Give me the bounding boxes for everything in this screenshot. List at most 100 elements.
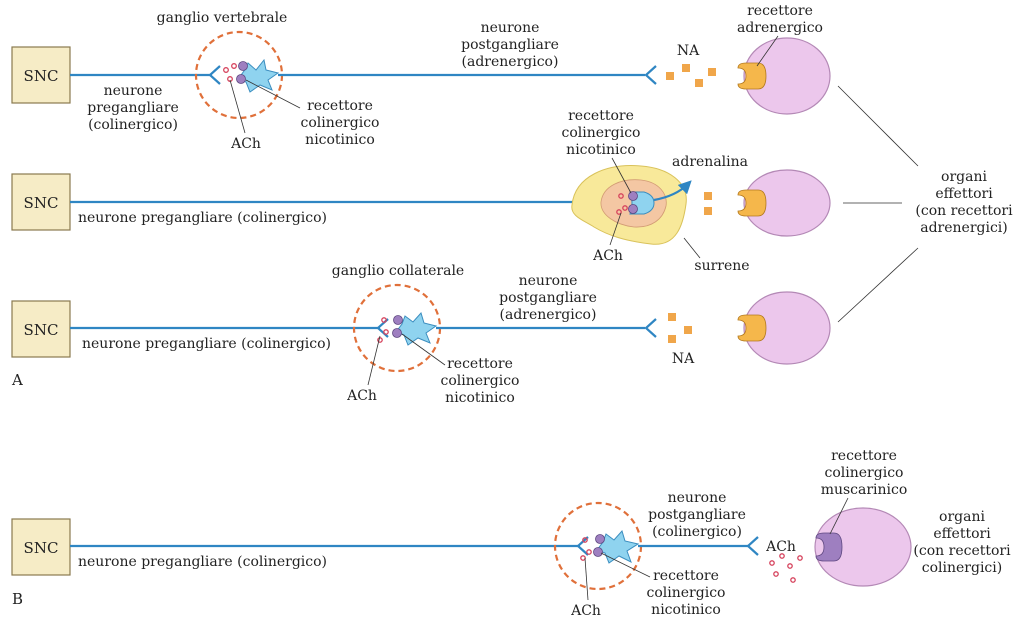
- svg-text:nicotinico: nicotinico: [445, 390, 515, 406]
- effector-organ-1: [743, 37, 831, 115]
- svg-text:colinergico: colinergico: [441, 373, 520, 389]
- preganglionic-label-2: neurone pregangliare (colinergico): [78, 210, 327, 226]
- nicotinic-receptor-label-4: recettore colinergico nicotinico: [647, 568, 726, 618]
- adrenaline-label: adrenalina: [672, 154, 748, 170]
- svg-text:postgangliare: postgangliare: [461, 37, 559, 53]
- nicotinic-receptor-label-3: recettore colinergico nicotinico: [441, 356, 520, 406]
- muscarinic-receptor-4: [815, 532, 843, 562]
- effector-leader-a3: [837, 247, 919, 323]
- muscarinic-leader: [829, 497, 849, 535]
- muscarinic-receptor-label: recettore colinergico muscarinico: [821, 448, 908, 498]
- svg-text:nicotinico: nicotinico: [566, 142, 636, 158]
- receptor-leader-1: [245, 79, 301, 109]
- svg-text:colinergico: colinergico: [562, 125, 641, 141]
- svg-text:adrenergico: adrenergico: [737, 20, 823, 36]
- svg-text:colinergici): colinergici): [922, 560, 1002, 576]
- nicotinic-receptors-3: [392, 315, 403, 338]
- svg-text:recettore: recettore: [831, 448, 897, 464]
- adrenergic-receptor-3: [737, 314, 767, 342]
- nicotinic-receptor-label-2: recettore colinergico nicotinico: [562, 108, 641, 158]
- svg-text:recettore: recettore: [447, 356, 513, 372]
- effector-label-a-line-4: adrenergici): [920, 220, 1008, 236]
- svg-text:(colinergico): (colinergico): [652, 524, 742, 540]
- row-2-adrenal-medulla: SNC neurone pregangliare (colinergico) r…: [11, 108, 831, 274]
- receptor-leader-2: [611, 157, 632, 194]
- svg-text:recettore: recettore: [747, 3, 813, 19]
- ach-label-4: ACh: [570, 603, 601, 619]
- svg-text:postgangliare: postgangliare: [499, 290, 597, 306]
- snc-label-3: SNC: [24, 321, 59, 339]
- ganglion-collateral-label: ganglio collaterale: [332, 263, 464, 279]
- effector-organ-3: [743, 291, 831, 365]
- row-3-sympathetic-collateral: SNC ganglio collaterale neurone pregangl…: [11, 263, 831, 406]
- nicotinic-receptors-1: [236, 61, 248, 84]
- snc-label-1: SNC: [24, 67, 59, 85]
- svg-text:effettori: effettori: [933, 526, 991, 542]
- postganglionic-label-4: neurone postgangliare (colinergico): [648, 490, 746, 540]
- svg-text:(adrenergico): (adrenergico): [500, 307, 597, 323]
- adrenergic-receptor-1: [737, 62, 767, 90]
- ach-vesicles-3: [377, 317, 389, 343]
- svg-text:neurone: neurone: [481, 20, 540, 36]
- ach-release-label-4: ACh: [765, 539, 796, 555]
- svg-text:neurone: neurone: [104, 83, 163, 99]
- effector-label-a-line-3: (con recettori: [915, 203, 1013, 219]
- adrenal-gland-label: surrene: [694, 258, 749, 274]
- axon-terminal-3b: [644, 318, 657, 338]
- na-molecules-1: [666, 64, 716, 87]
- ach-vesicles-4: [580, 537, 592, 561]
- panel-label-a: A: [11, 371, 23, 389]
- effector-organs-callout-a: organi effettori (con recettori adrenerg…: [837, 85, 1013, 323]
- svg-text:organi: organi: [939, 509, 985, 525]
- axon-terminal-1b: [644, 65, 657, 85]
- svg-text:colinergico: colinergico: [647, 585, 726, 601]
- postganglionic-label-3: neurone postgangliare (adrenergico): [499, 273, 597, 323]
- na-molecules-3: [668, 313, 692, 343]
- axon-terminal-4b: [746, 536, 759, 556]
- nicotinic-receptor-label-1: recettore colinergico nicotinico: [301, 98, 380, 148]
- ach-leader-3: [367, 335, 381, 386]
- svg-text:recettore: recettore: [307, 98, 373, 114]
- ach-released-4: [769, 553, 803, 583]
- svg-text:recettore: recettore: [653, 568, 719, 584]
- adrenergic-leader-1: [756, 35, 779, 67]
- receptor-leader-4: [600, 552, 651, 578]
- effector-organ-2: [743, 169, 831, 237]
- receptor-leader-3: [401, 333, 446, 366]
- snc-label-2: SNC: [24, 194, 59, 212]
- adrenaline-release-arrow: [653, 180, 692, 202]
- ach-vesicles-1: [223, 63, 237, 82]
- svg-text:nicotinico: nicotinico: [305, 132, 375, 148]
- svg-text:nicotinico: nicotinico: [651, 602, 721, 618]
- ach-vesicles-2: [616, 193, 628, 215]
- ganglion-vertebral-label: ganglio vertebrale: [157, 10, 288, 26]
- row-1-sympathetic-vertebral: SNC ganglio vertebrale neurone pregangli…: [11, 3, 831, 152]
- nicotinic-receptors-4: [593, 534, 605, 557]
- preganglionic-label-1: neurone pregangliare (colinergico): [87, 83, 179, 133]
- effector-label-a-line-1: organi: [941, 169, 987, 185]
- ach-label-3: ACh: [346, 388, 377, 404]
- adrenergic-receptor-2: [737, 189, 767, 217]
- svg-text:pregangliare: pregangliare: [87, 100, 179, 116]
- svg-text:(adrenergico): (adrenergico): [462, 54, 559, 70]
- panel-label-b: B: [12, 590, 23, 608]
- svg-text:(colinergico): (colinergico): [88, 117, 178, 133]
- effector-organ-4: [814, 507, 912, 587]
- snc-box-1: [11, 46, 71, 104]
- ach-leader-2: [609, 212, 622, 246]
- svg-text:colinergico: colinergico: [825, 465, 904, 481]
- effector-leader-a1: [837, 85, 919, 167]
- ach-label-1: ACh: [230, 136, 261, 152]
- axon-terminal-1: [208, 65, 221, 85]
- ach-leader-4: [584, 557, 589, 601]
- preganglionic-label-4: neurone pregangliare (colinergico): [78, 554, 327, 570]
- svg-text:(con recettori: (con recettori: [913, 543, 1011, 559]
- na-label-3: NA: [672, 351, 695, 367]
- na-label-1: NA: [677, 43, 700, 59]
- nicotinic-receptors-2: [628, 191, 638, 214]
- ach-leader-1: [229, 79, 246, 134]
- svg-text:postgangliare: postgangliare: [648, 507, 746, 523]
- adrenergic-receptor-label-1: recettore adrenergico: [737, 3, 823, 36]
- adrenal-leader: [683, 237, 701, 259]
